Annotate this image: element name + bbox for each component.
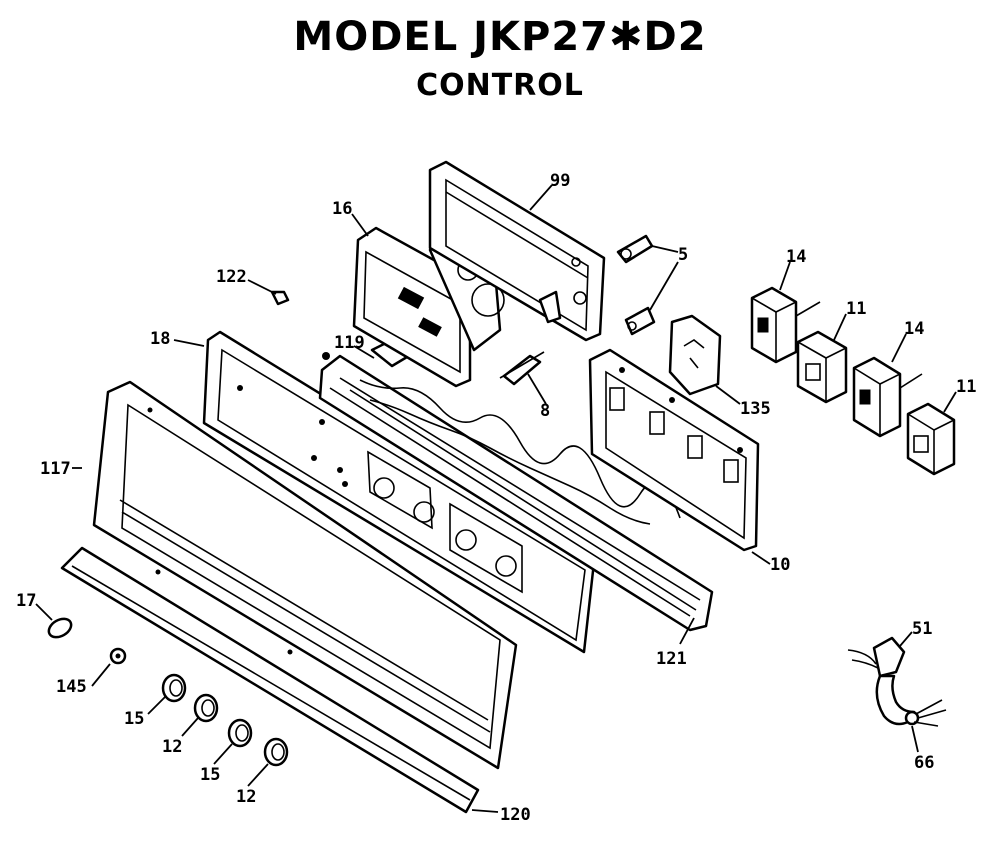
callout-120: 120 (500, 805, 531, 825)
callout-5: 5 (678, 245, 688, 265)
callout-135: 135 (740, 399, 771, 419)
callout-99: 99 (550, 171, 570, 191)
callout-15-b: 15 (200, 765, 220, 785)
leader-lines (35, 184, 957, 813)
callout-14-a: 14 (786, 247, 806, 267)
part-120-trim-strip (60, 546, 480, 814)
part-5-clips (616, 234, 656, 336)
part-99-bracket-frame (428, 160, 606, 342)
callout-121: 121 (656, 649, 687, 669)
part-8-terminal (499, 351, 545, 386)
part-145-fastener (109, 647, 127, 665)
model-title: MODEL JKP27✱D2 (293, 14, 707, 60)
part-11-switch-a (796, 330, 848, 404)
part-15-knob-a (161, 673, 187, 703)
callout-14-b: 14 (904, 319, 924, 339)
part-14-switch-b (852, 356, 923, 438)
part-14-switch-a (750, 286, 821, 364)
callout-66: 66 (914, 753, 934, 773)
part-121-rail (318, 352, 714, 632)
callout-11-b: 11 (956, 377, 976, 397)
section-title: CONTROL (416, 68, 584, 103)
part-122-screw (270, 290, 290, 306)
callout-16: 16 (332, 199, 352, 219)
part-17-lens (47, 617, 73, 639)
part-15-knob-b (227, 718, 253, 748)
callout-119: 119 (334, 333, 365, 353)
callout-51: 51 (912, 619, 932, 639)
callout-12-b: 12 (236, 787, 256, 807)
part-135-plate (668, 314, 722, 396)
callout-11-a: 11 (846, 299, 866, 319)
callout-122: 122 (216, 267, 247, 287)
part-12-knob-a (193, 693, 219, 723)
part-51-66-wiring-harness (847, 636, 947, 727)
part-117-backsplash-panel (92, 380, 518, 770)
callout-18: 18 (150, 329, 170, 349)
part-18-faceplate (202, 330, 596, 654)
part-10-switch-plate (588, 348, 760, 552)
callout-labels: 99 16 5 14 11 14 11 122 18 119 8 135 117… (16, 171, 976, 825)
callout-145: 145 (56, 677, 87, 697)
callout-15-a: 15 (124, 709, 144, 729)
part-11-switch-b (906, 402, 956, 476)
callout-12-a: 12 (162, 737, 182, 757)
callout-8: 8 (540, 401, 550, 421)
callout-10: 10 (770, 555, 790, 575)
callout-117: 117 (40, 459, 71, 479)
callout-17: 17 (16, 591, 36, 611)
part-12-knob-b (263, 737, 289, 767)
